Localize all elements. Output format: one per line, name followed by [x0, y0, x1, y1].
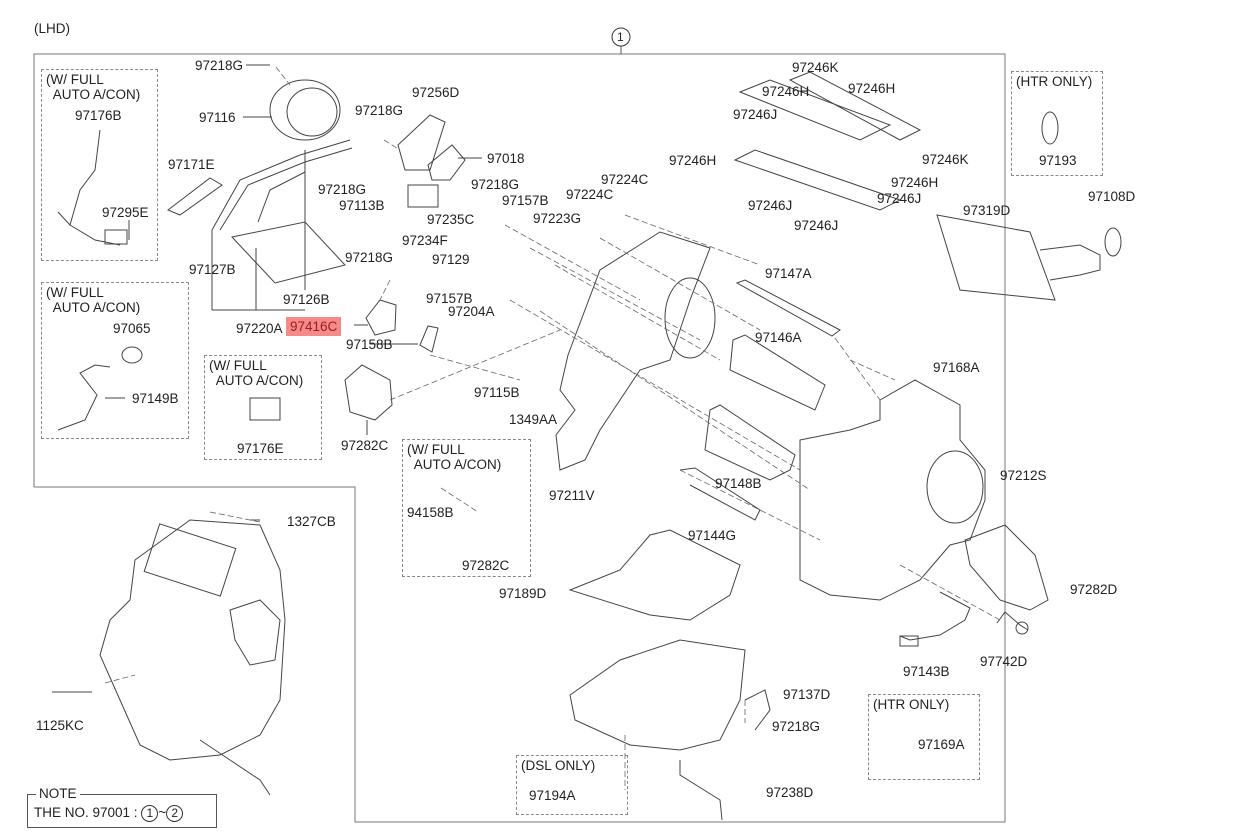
part-label[interactable]: 97169A — [918, 737, 965, 752]
part-label[interactable]: 97146A — [755, 330, 802, 345]
option-box-caption: (W/ FULL AUTO A/CON) — [209, 358, 304, 388]
part-label[interactable]: 97224C — [566, 187, 614, 202]
part-label[interactable]: 97127B — [189, 262, 236, 277]
part-label[interactable]: 97194A — [529, 788, 576, 803]
note-text-prefix: THE NO. 97001 : — [34, 805, 138, 821]
part-label[interactable]: 97143B — [903, 664, 950, 679]
note-range-separator: ~ — [158, 805, 167, 821]
part-label[interactable]: 94158B — [407, 505, 454, 520]
part-label[interactable]: 97246H — [669, 153, 717, 168]
part-label[interactable]: 97189D — [499, 586, 547, 601]
part-label[interactable]: 97144G — [688, 528, 737, 543]
part-label[interactable]: 97235C — [427, 212, 475, 227]
part-label[interactable]: 97193 — [1039, 153, 1077, 168]
note-box: NOTE THE NO. 97001 : 1~2 — [27, 786, 217, 828]
part-label[interactable]: 97218G — [471, 177, 520, 192]
option-box-dsl-only: (DSL ONLY) — [516, 755, 628, 815]
part-label[interactable]: 97212S — [1000, 468, 1047, 483]
part-label[interactable]: 97116 — [199, 110, 236, 125]
part-label[interactable]: 97218G — [772, 719, 821, 734]
part-label[interactable]: 97115B — [474, 385, 520, 400]
part-label[interactable]: 97148B — [715, 476, 762, 491]
part-label[interactable]: 97204A — [448, 304, 495, 319]
part-label[interactable]: 97246J — [877, 191, 922, 206]
part-label[interactable]: 97319D — [963, 203, 1011, 218]
part-label[interactable]: 97176B — [75, 108, 122, 123]
circled-number-from: 1 — [141, 805, 159, 822]
option-box-caption: (HTR ONLY) — [1016, 74, 1093, 89]
part-label[interactable]: 1349AA — [509, 412, 558, 427]
part-label[interactable]: 97295E — [102, 205, 149, 220]
part-label[interactable]: 97126B — [283, 292, 330, 307]
part-label[interactable]: 97147A — [765, 266, 812, 281]
part-label[interactable]: 97176E — [237, 441, 284, 456]
option-box-caption: (HTR ONLY) — [873, 697, 950, 712]
option-box-caption: (DSL ONLY) — [521, 758, 596, 773]
part-label[interactable]: 97065 — [113, 321, 151, 336]
part-label[interactable]: 97218G — [195, 58, 244, 73]
part-label[interactable]: 97223G — [533, 211, 582, 226]
option-box-caption: (W/ FULL AUTO A/CON) — [46, 72, 141, 102]
part-label[interactable]: 97238D — [766, 785, 814, 800]
part-label[interactable]: 97234F — [402, 233, 448, 248]
part-label[interactable]: 97218G — [345, 250, 394, 265]
option-box-full-auto: (W/ FULL AUTO A/CON) — [41, 282, 189, 439]
part-label[interactable]: 97168A — [933, 360, 980, 375]
part-label[interactable]: 97157B — [426, 291, 473, 306]
part-label[interactable]: 97246K — [792, 60, 839, 75]
part-label[interactable]: 97282D — [1070, 582, 1118, 597]
option-box-full-auto: (W/ FULL AUTO A/CON) — [41, 69, 158, 261]
part-label[interactable]: 97282C — [462, 558, 510, 573]
option-box-full-auto: (W/ FULL AUTO A/CON) — [402, 439, 531, 577]
part-label[interactable]: 97171E — [168, 157, 215, 172]
variant-label: (LHD) — [34, 21, 70, 36]
group-marker-1: 1 — [617, 30, 624, 44]
part-label[interactable]: 97157B — [502, 193, 549, 208]
part-label[interactable]: 97246K — [922, 152, 969, 167]
circled-number-to: 2 — [166, 805, 184, 822]
part-label[interactable]: 97742D — [980, 654, 1028, 669]
option-box-htr-only: (HTR ONLY) — [868, 694, 980, 780]
part-label[interactable]: 97256D — [412, 85, 460, 100]
part-label[interactable]: 97137D — [783, 687, 831, 702]
part-label[interactable]: 97113B — [339, 198, 385, 213]
part-label-highlighted[interactable]: 97416C — [286, 317, 342, 336]
note-title: NOTE — [36, 786, 80, 801]
part-label[interactable]: 97220A — [236, 321, 283, 336]
part-label[interactable]: 97158B — [346, 337, 393, 352]
part-label[interactable]: 97108D — [1088, 189, 1136, 204]
part-label[interactable]: 97149B — [132, 391, 179, 406]
part-label[interactable]: 97282C — [341, 438, 389, 453]
part-label[interactable]: 97218G — [318, 182, 367, 197]
option-box-caption: (W/ FULL AUTO A/CON) — [46, 285, 141, 315]
option-box-caption: (W/ FULL AUTO A/CON) — [407, 442, 502, 472]
part-label[interactable]: 97246J — [733, 107, 778, 122]
part-label[interactable]: 97246H — [848, 81, 896, 96]
part-label[interactable]: 97246H — [891, 175, 939, 190]
option-box-full-auto: (W/ FULL AUTO A/CON) — [204, 355, 322, 460]
option-box-htr-only: (HTR ONLY) — [1011, 71, 1103, 176]
part-label[interactable]: 97218G — [355, 103, 404, 118]
part-label[interactable]: 97224C — [601, 172, 649, 187]
part-label[interactable]: 97129 — [432, 252, 470, 267]
part-label[interactable]: 97246H — [762, 84, 810, 99]
part-label[interactable]: 97211V — [549, 488, 595, 503]
part-label[interactable]: 97246J — [748, 198, 793, 213]
part-label[interactable]: 97246J — [794, 218, 839, 233]
note-text: THE NO. 97001 : 1~2 — [34, 805, 184, 822]
part-label[interactable]: 97018 — [487, 151, 525, 166]
part-label[interactable]: 1125KC — [36, 718, 84, 733]
part-label[interactable]: 1327CB — [287, 514, 336, 529]
